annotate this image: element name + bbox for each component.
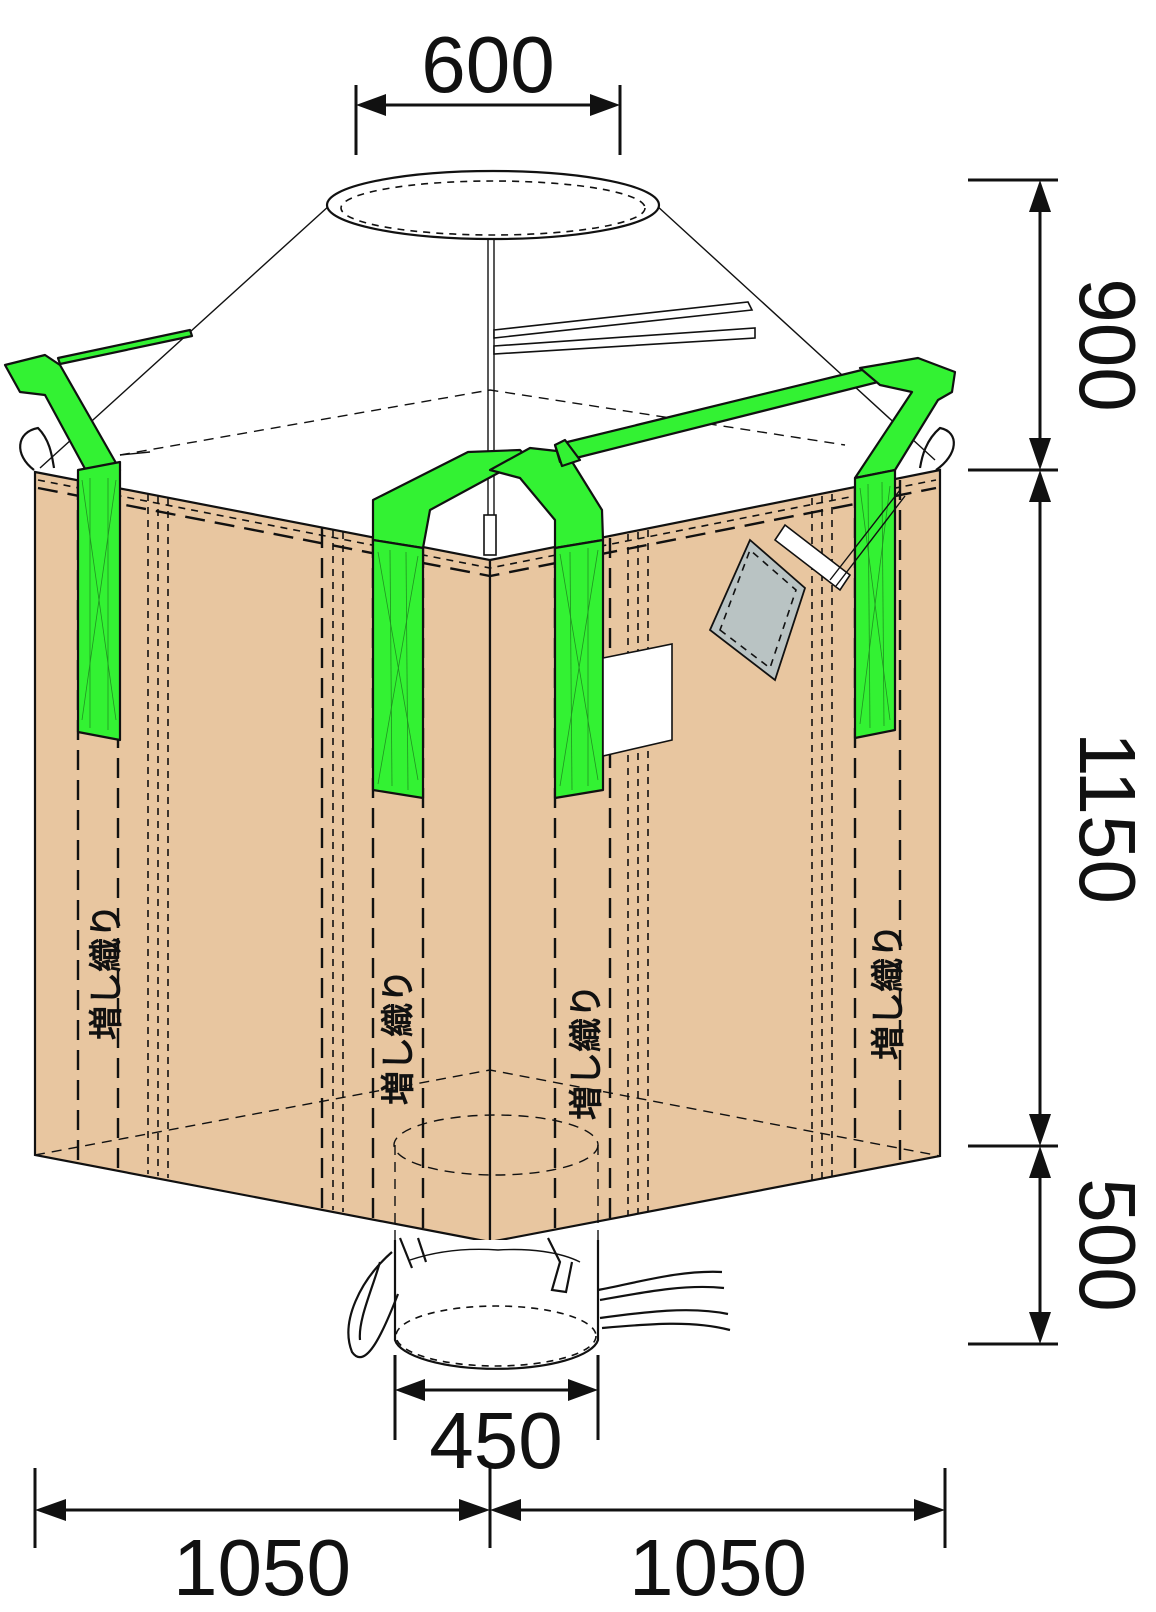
dimension-lines	[33, 85, 1058, 1548]
reinforced-weave-labels: 増し織り 増し織り 増し織り 増し織り	[87, 904, 909, 1120]
top-spout-diameter-label: 600	[421, 20, 554, 109]
bottom-spout-diameter-label: 450	[429, 1396, 562, 1485]
width-right-label: 1050	[629, 1523, 807, 1612]
bottom-spout-height-label: 500	[1063, 1178, 1152, 1311]
body-height-label: 1150	[1063, 732, 1152, 904]
reinforced-weave-label-1: 増し織り	[87, 904, 127, 1040]
label-card	[602, 643, 673, 758]
bottom-spout	[347, 1114, 731, 1370]
dimension-texts: 600 900 1150 500 450 1050 1050	[173, 20, 1152, 1612]
tag-pocket	[708, 489, 906, 682]
width-left-label: 1050	[173, 1523, 351, 1612]
top-spout	[325, 169, 661, 241]
reinforced-weave-label-4: 増し織り	[869, 924, 909, 1060]
reinforced-weave-label-3: 増し織り	[567, 984, 607, 1120]
reinforced-weave-label-2: 増し織り	[379, 969, 419, 1105]
top-cone	[30, 202, 940, 556]
lifting-belts	[3, 328, 957, 800]
top-cone-height-label: 900	[1063, 278, 1152, 411]
